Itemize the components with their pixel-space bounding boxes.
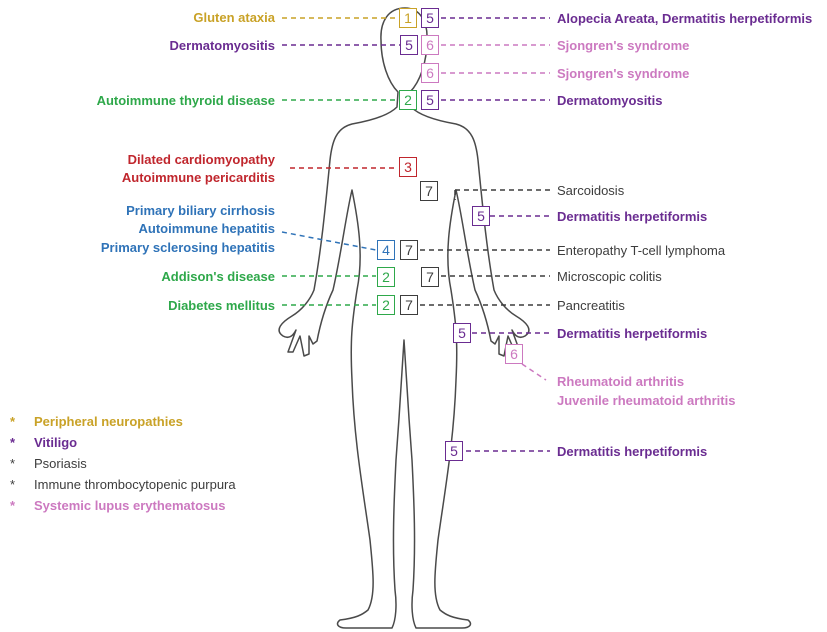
label-autoimmune-hepatitis: Autoimmune hepatitis bbox=[80, 221, 275, 236]
label-dermatomyositis-left: Dermatomyositis bbox=[130, 38, 275, 53]
legend-text: Peripheral neuropathies bbox=[34, 414, 183, 429]
legend-text: Immune thrombocytopenic purpura bbox=[34, 477, 236, 492]
category-box-6-face: 6 bbox=[421, 35, 439, 55]
category-box-7-lung: 7 bbox=[420, 181, 438, 201]
legend-star: * bbox=[10, 414, 34, 429]
label-dh-hand: Dermatitis herpetiformis bbox=[557, 326, 707, 341]
label-sjogren-1: Sjongren's syndrome bbox=[557, 38, 689, 53]
category-box-5-face: 5 bbox=[400, 35, 418, 55]
label-addisons: Addison's disease bbox=[100, 269, 275, 284]
label-autoimmune-pericarditis: Autoimmune pericarditis bbox=[80, 170, 275, 185]
category-box-3-heart: 3 bbox=[399, 157, 417, 177]
legend: *Peripheral neuropathies *Vitiligo *Psor… bbox=[10, 414, 236, 519]
label-dh-leg: Dermatitis herpetiformis bbox=[557, 444, 707, 459]
label-autoimmune-thyroid: Autoimmune thyroid disease bbox=[60, 93, 275, 108]
category-box-7-intestine: 7 bbox=[400, 240, 418, 260]
label-enteropathy: Enteropathy T-cell lymphoma bbox=[557, 243, 725, 258]
category-box-2-pancreas: 2 bbox=[377, 295, 395, 315]
category-box-7-colon: 7 bbox=[421, 267, 439, 287]
category-box-1-head: 1 bbox=[399, 8, 417, 28]
legend-text: Systemic lupus erythematosus bbox=[34, 498, 225, 513]
legend-item: *Systemic lupus erythematosus bbox=[10, 498, 236, 519]
label-gluten-ataxia: Gluten ataxia bbox=[150, 10, 275, 25]
category-box-5-trunk: 5 bbox=[472, 206, 490, 226]
label-sjogren-2: Sjongren's syndrome bbox=[557, 66, 689, 81]
legend-item: *Psoriasis bbox=[10, 456, 236, 477]
category-box-2-thyroid: 2 bbox=[399, 90, 417, 110]
category-box-6-wrist: 6 bbox=[505, 344, 523, 364]
legend-item: *Immune thrombocytopenic purpura bbox=[10, 477, 236, 498]
label-rheumatoid: Rheumatoid arthritis bbox=[557, 374, 684, 389]
label-primary-sclerosing: Primary sclerosing hepatitis bbox=[60, 240, 275, 255]
category-box-5-leg: 5 bbox=[445, 441, 463, 461]
label-microscopic-colitis: Microscopic colitis bbox=[557, 269, 662, 284]
connector-rheumatoid bbox=[522, 364, 546, 380]
legend-star: * bbox=[10, 456, 34, 471]
legend-star: * bbox=[10, 435, 34, 450]
legend-star: * bbox=[10, 477, 34, 492]
category-box-4-liver: 4 bbox=[377, 240, 395, 260]
label-juvenile-rheumatoid: Juvenile rheumatoid arthritis bbox=[557, 393, 735, 408]
label-diabetes: Diabetes mellitus bbox=[100, 298, 275, 313]
legend-item: *Peripheral neuropathies bbox=[10, 414, 236, 435]
category-box-6-chin: 6 bbox=[421, 63, 439, 83]
connector-liver bbox=[282, 232, 376, 250]
legend-item: *Vitiligo bbox=[10, 435, 236, 456]
label-primary-biliary: Primary biliary cirrhosis bbox=[80, 203, 275, 218]
label-dh-trunk: Dermatitis herpetiformis bbox=[557, 209, 707, 224]
label-dilated-cardiomyopathy: Dilated cardiomyopathy bbox=[80, 152, 275, 167]
category-box-5-hand: 5 bbox=[453, 323, 471, 343]
category-box-5-head: 5 bbox=[421, 8, 439, 28]
label-dermatomyositis-right: Dermatomyositis bbox=[557, 93, 662, 108]
category-box-2-adrenal: 2 bbox=[377, 267, 395, 287]
category-box-5-neck: 5 bbox=[421, 90, 439, 110]
legend-text: Vitiligo bbox=[34, 435, 77, 450]
legend-text: Psoriasis bbox=[34, 456, 87, 471]
label-alopecia-dh: Alopecia Areata, Dermatitis herpetiformi… bbox=[557, 11, 812, 26]
label-pancreatitis: Pancreatitis bbox=[557, 298, 625, 313]
category-box-7-pancreas: 7 bbox=[400, 295, 418, 315]
label-sarcoidosis: Sarcoidosis bbox=[557, 183, 624, 198]
legend-star: * bbox=[10, 498, 34, 513]
